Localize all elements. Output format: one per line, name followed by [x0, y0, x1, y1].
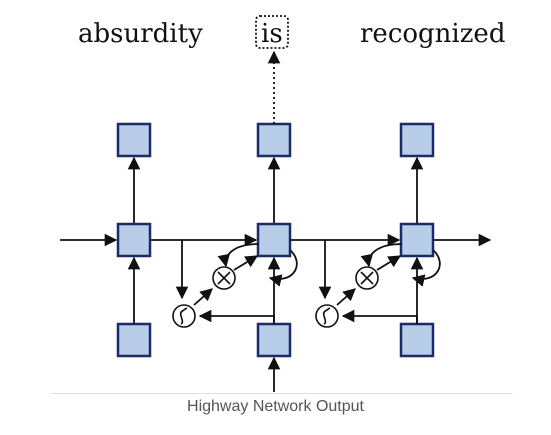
sigmoid-gate-icon: [172, 304, 196, 328]
output-node-1: [116, 122, 152, 158]
hidden-node-1: [116, 222, 152, 258]
output-word-box-dotted: [255, 15, 289, 49]
hidden-node-3: [399, 222, 435, 258]
output-word-is: is: [261, 19, 283, 49]
input-node-1: [116, 322, 152, 358]
input-node-3: [399, 322, 435, 358]
output-word-recognized: recognized: [360, 19, 505, 49]
output-word-absurdity: absurdity: [78, 19, 203, 49]
highway-network-diagram: absurdity is recognized: [60, 15, 505, 392]
highway-gate-block-1: [172, 240, 298, 328]
highway-gate-block-2: [315, 240, 441, 328]
multiply-gate-cross: [217, 271, 231, 285]
input-node-2: [256, 322, 292, 358]
output-node-2: [256, 122, 292, 158]
multiply-gate-cross: [360, 271, 374, 285]
sigmoid-gate-curve: [179, 307, 188, 325]
sigmoid-gate-icon: [315, 304, 339, 328]
output-node-3: [399, 122, 435, 158]
figure-caption: Highway Network Output: [187, 398, 364, 415]
hidden-node-2: [256, 222, 292, 258]
sigmoid-gate-curve: [322, 307, 331, 325]
